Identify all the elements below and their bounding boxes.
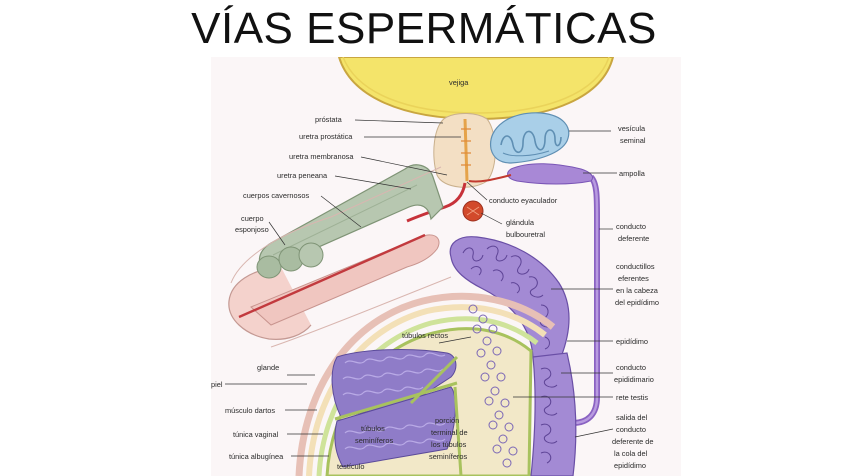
label-epididimario-2: epididimario <box>614 375 654 384</box>
label-glande: glande <box>257 363 279 372</box>
tunica-vaginalis-layer <box>316 316 539 476</box>
rete-testis-network <box>468 304 518 468</box>
label-cuerpo-esponjoso-1: cuerpo <box>241 214 264 223</box>
anatomy-figure: vejiga próstata uretra prostática uretra… <box>211 57 681 476</box>
label-salida-2: conducto <box>616 425 646 434</box>
label-deferente-2: deferente <box>618 234 649 243</box>
label-vesicula-1: vesícula <box>618 124 646 133</box>
label-piel: piel <box>211 380 223 389</box>
label-vesicula-2: seminal <box>620 136 646 145</box>
label-salida-1: salida del <box>616 413 648 422</box>
label-tubulos-rectos: túbulos rectos <box>402 331 448 340</box>
vas-deferens-shape <box>572 174 601 426</box>
label-conductillos-1: conductillos <box>616 262 655 271</box>
label-cuerpos-cavernosos: cuerpos cavernosos <box>243 191 309 200</box>
label-rete-testis: rete testis <box>616 393 648 402</box>
seminal-vesicle-shape <box>490 112 570 164</box>
label-uretra-prostatica: uretra prostática <box>299 132 353 141</box>
label-epididimario-1: conducto <box>616 363 646 372</box>
label-salida-5: epidídimo <box>614 461 646 470</box>
label-conductillos-2: eferentes <box>618 274 649 283</box>
label-salida-4: la cola del <box>614 449 648 458</box>
label-tunica-vaginal: túnica vaginal <box>233 430 279 439</box>
label-cuerpo-esponjoso-2: esponjoso <box>235 225 269 234</box>
label-testiculo: testículo <box>337 462 365 471</box>
epididymis-head-shape <box>449 236 570 358</box>
label-ampolla: ampolla <box>619 169 646 178</box>
label-salida-3: deferente de <box>612 437 654 446</box>
label-seminiferos-2: seminíferos <box>355 436 394 445</box>
label-porcion-3: los túbulos <box>431 440 467 449</box>
dartos-layer <box>306 304 547 476</box>
label-glandula-2: bulbouretral <box>506 230 545 239</box>
label-uretra-membranosa: uretra membranosa <box>289 152 354 161</box>
label-prostata: próstata <box>315 115 343 124</box>
label-porcion-1: porción <box>435 416 459 425</box>
label-epididimo: epidídimo <box>616 337 648 346</box>
label-seminiferos-1: túbulos <box>361 424 385 433</box>
label-porcion-4: seminíferos <box>429 452 468 461</box>
seminiferous-tubules-shape <box>331 349 457 418</box>
slide-title: VÍAS ESPERMÁTICAS <box>191 4 657 53</box>
label-vejiga: vejiga <box>449 78 469 87</box>
label-porcion-2: terminal de <box>431 428 468 437</box>
label-tunica-albuginea: túnica albugínea <box>229 452 284 461</box>
label-conductillos-4: del epidídimo <box>615 298 659 307</box>
label-conducto-eyaculador: conducto eyaculador <box>489 196 558 205</box>
label-conductillos-3: en la cabeza <box>616 286 659 295</box>
scrotum-skin <box>295 292 556 476</box>
label-musculo-dartos: músculo dartos <box>225 406 275 415</box>
label-uretra-peneana: uretra peneana <box>277 171 328 180</box>
corpus-spongiosum-shape <box>250 234 440 326</box>
ampulla-shape <box>507 163 594 185</box>
bladder-shape <box>337 57 615 121</box>
label-glandula-1: glándula <box>506 218 535 227</box>
label-deferente-1: conducto <box>616 222 646 231</box>
